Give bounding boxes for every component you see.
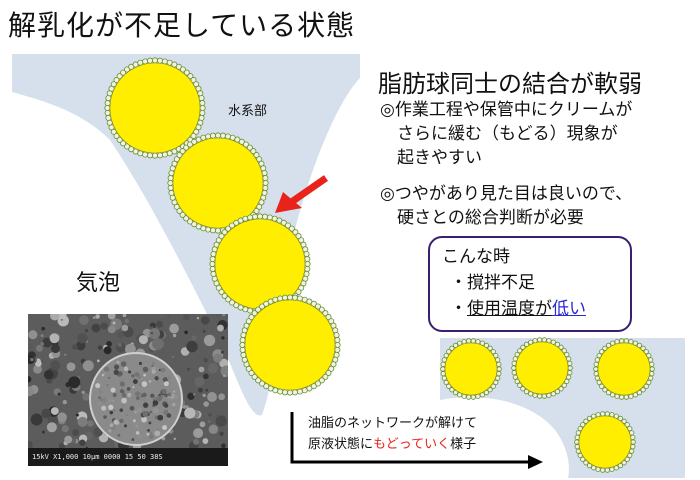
bullet-1: ◎作業工程や保管中にクリームが さらに緩む（もどる）現象が 起きやすい	[380, 98, 632, 170]
fat-globule	[104, 57, 206, 159]
callout-title: こんな時	[442, 247, 510, 267]
fat-globule	[440, 338, 502, 400]
fat-globule	[574, 411, 636, 473]
callout-item-2-text: 使用温度が	[467, 299, 552, 319]
micrograph-image	[28, 314, 228, 466]
bullet-2-line: ◎つやがあり見た目は良いので、	[380, 184, 633, 204]
bottom-caption-highlight: もどっていく	[373, 437, 451, 452]
page-title: 解乳化が不足している状態	[8, 9, 356, 42]
water-phase-label: 水系部	[228, 104, 268, 119]
air-bubble-label: 気泡	[76, 271, 121, 296]
panel-heading: 脂肪球同士の結合が軟弱	[378, 70, 642, 98]
bottom-caption-line-1: 油脂のネットワークが解けて	[308, 416, 478, 431]
bullet-2-line: 硬さとの総合判断が必要	[380, 208, 584, 228]
low-temperature-link[interactable]: 低い	[552, 299, 586, 319]
bullet-1-line: さらに緩む（もどる）現象が	[380, 124, 618, 144]
callout-box: こんな時 ・撹拌不足 ・使用温度が低い	[428, 236, 632, 332]
fat-globule	[511, 337, 573, 399]
callout-item-2: ・使用温度が低い	[442, 296, 630, 322]
bottom-caption: 油脂のネットワークが解けて 原液状態にもどっていく様子	[308, 413, 477, 455]
callout-item-1: ・撹拌不足	[450, 273, 535, 293]
black-arrow	[290, 412, 543, 469]
dispersed-globules	[440, 337, 655, 473]
fat-globule	[239, 294, 341, 396]
fat-globule	[593, 338, 655, 400]
fat-globule-chain	[104, 57, 341, 396]
callout-item-2-bullet: ・	[450, 299, 467, 319]
bullet-1-line: 起きやすい	[380, 148, 482, 168]
red-arrow	[275, 175, 328, 213]
bottom-caption-suffix: 様子	[450, 437, 477, 452]
sem-micrograph	[28, 314, 228, 466]
bullet-2: ◎つやがあり見た目は良いので、 硬さとの総合判断が必要	[380, 182, 632, 230]
micrograph-caption: 15kV X1,000 10μm 0000 15 50 38S	[32, 453, 163, 461]
bullet-1-line: ◎作業工程や保管中にクリームが	[380, 100, 633, 120]
bottom-caption-line-2: 原液状態にもどっていく様子	[308, 434, 477, 455]
bottom-caption-prefix: 原液状態に	[308, 437, 374, 452]
